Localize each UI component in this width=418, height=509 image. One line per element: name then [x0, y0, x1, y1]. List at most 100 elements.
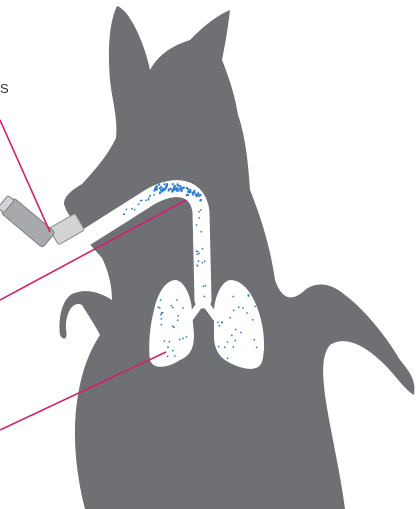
- particle: [158, 184, 160, 186]
- particle: [192, 194, 194, 196]
- particle: [202, 248, 204, 250]
- particle: [205, 285, 207, 287]
- particle: [177, 315, 179, 317]
- particle: [160, 314, 162, 316]
- particle: [164, 340, 166, 342]
- particle: [172, 325, 174, 327]
- particle: [202, 262, 204, 264]
- particle: [187, 194, 189, 196]
- particle: [252, 319, 254, 321]
- particle: [134, 209, 136, 211]
- particle: [189, 191, 191, 193]
- particle: [159, 187, 161, 189]
- particle: [231, 335, 233, 337]
- particle: [149, 195, 151, 197]
- particle: [156, 185, 158, 187]
- particle: [182, 187, 184, 189]
- particle: [161, 312, 163, 314]
- particle: [187, 188, 189, 190]
- particle: [171, 305, 173, 307]
- particle: [221, 321, 223, 323]
- particle: [182, 307, 184, 309]
- particle: [227, 357, 229, 359]
- particle: [189, 189, 191, 191]
- particle: [148, 197, 150, 199]
- kangaroo-silhouette-icon: [60, 6, 415, 509]
- particle: [196, 265, 198, 267]
- particle: [242, 307, 244, 309]
- kangaroo-body: [60, 6, 415, 509]
- particle: [256, 347, 258, 349]
- particle: [198, 195, 200, 197]
- particle: [193, 190, 195, 192]
- particle: [169, 341, 171, 343]
- particle: [218, 346, 220, 348]
- particle: [204, 260, 206, 262]
- particle: [174, 188, 176, 190]
- particle: [186, 336, 188, 338]
- particle: [227, 341, 229, 343]
- particle: [177, 183, 179, 185]
- particle: [165, 185, 167, 187]
- particle: [161, 190, 163, 192]
- particle: [167, 356, 169, 358]
- particle: [174, 355, 176, 357]
- particle: [123, 213, 125, 215]
- particle: [172, 183, 174, 185]
- particle: [196, 224, 198, 226]
- particle: [172, 350, 174, 352]
- particle: [235, 329, 237, 331]
- particle: [166, 183, 168, 185]
- particle: [254, 306, 256, 308]
- particle: [160, 299, 162, 301]
- particle: [145, 199, 147, 201]
- particle: [253, 339, 255, 341]
- particle: [198, 211, 200, 213]
- particle: [153, 194, 155, 196]
- particle: [131, 208, 133, 210]
- particle: [161, 324, 163, 326]
- particle: [171, 190, 173, 192]
- particle: [246, 312, 248, 314]
- particle: [197, 193, 199, 195]
- particle: [180, 187, 182, 189]
- particle: [187, 191, 189, 193]
- particle: [163, 183, 165, 185]
- particle: [204, 296, 206, 298]
- particle: [232, 346, 234, 348]
- particle: [217, 322, 219, 324]
- particle: [224, 346, 226, 348]
- particle: [177, 319, 179, 321]
- particle: [198, 253, 200, 255]
- particle: [234, 340, 236, 342]
- particle: [160, 318, 162, 320]
- particle: [233, 310, 235, 312]
- particle: [240, 332, 242, 334]
- particle: [200, 209, 202, 211]
- particle: [141, 200, 143, 202]
- particle: [196, 250, 198, 252]
- particle: [159, 307, 161, 309]
- particle: [159, 191, 161, 193]
- particle: [164, 188, 166, 190]
- particle: [202, 286, 204, 288]
- particle: [198, 260, 200, 262]
- particle: [248, 295, 250, 297]
- particle: [172, 307, 174, 309]
- particle: [179, 339, 181, 341]
- particle: [148, 199, 150, 201]
- particle: [180, 190, 182, 192]
- particle: [218, 325, 220, 327]
- particle: [229, 317, 231, 319]
- particle: [199, 199, 201, 201]
- particle: [125, 209, 127, 211]
- particle: [198, 217, 200, 219]
- particle: [232, 296, 234, 298]
- particle: [217, 360, 219, 362]
- particle: [238, 306, 240, 308]
- particle: [138, 203, 140, 205]
- particle: [196, 253, 198, 255]
- particle: [168, 188, 170, 190]
